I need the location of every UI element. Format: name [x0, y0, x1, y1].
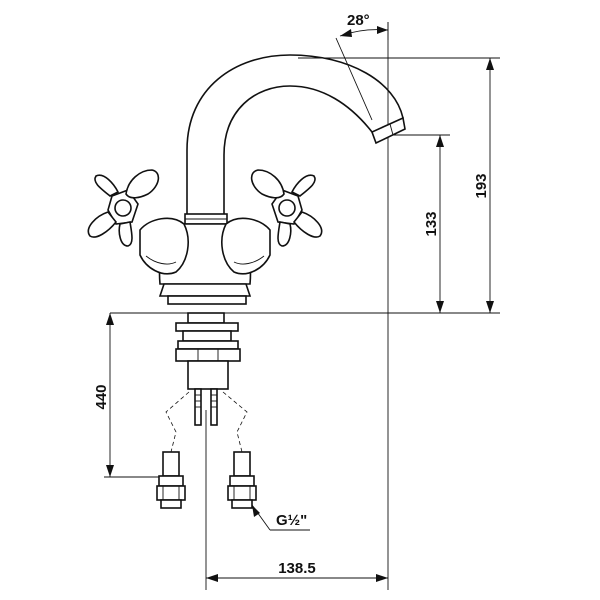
- dimension-label-193: 193: [473, 173, 490, 198]
- extension-lines: [104, 22, 500, 590]
- dimension-label-138-5: 138.5: [278, 560, 316, 577]
- right-cross-handle: [250, 169, 323, 247]
- spout: [186, 54, 406, 221]
- thread-callout: G½": [251, 504, 310, 531]
- dimension-label-440: 440: [93, 384, 110, 409]
- dimension-440: 440: [93, 313, 114, 477]
- dimension-193: 193: [473, 58, 494, 313]
- right-handle-hub: [221, 189, 303, 275]
- flexible-hose-right: [222, 391, 257, 509]
- dimension-label-28: 28°: [347, 12, 370, 29]
- thread-label: G½": [276, 512, 307, 529]
- dimension-138-5: 138.5: [206, 560, 388, 582]
- flexible-hose-left: [156, 391, 190, 509]
- dimension-133: 133: [423, 135, 444, 313]
- mounting-shank: [175, 312, 241, 390]
- supply-tail-left: [194, 388, 218, 426]
- dimension-angle-28: 28°: [335, 12, 389, 121]
- left-handle-hub: [107, 189, 189, 275]
- left-cross-handle: [87, 169, 160, 247]
- dimension-label-133: 133: [423, 211, 440, 236]
